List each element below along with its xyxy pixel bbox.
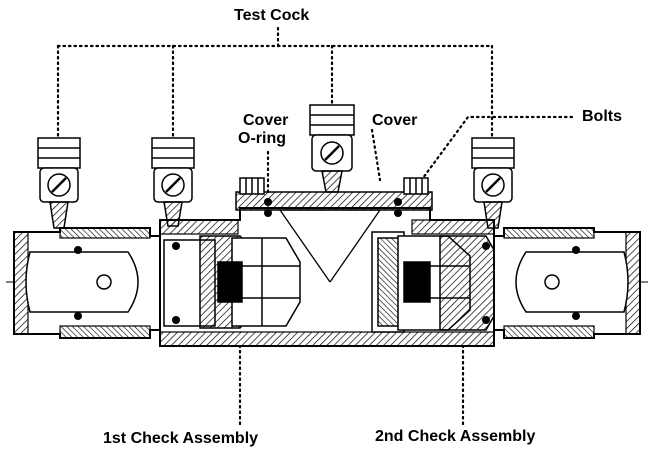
second-check-assembly bbox=[371, 231, 495, 333]
end-orings bbox=[74, 246, 580, 320]
first-check-assembly-label: 1st Check Assembly bbox=[103, 430, 259, 447]
cover-oring-label-line1: Cover bbox=[243, 112, 289, 129]
cover-leader bbox=[370, 128, 382, 182]
test-cock-2 bbox=[151, 137, 195, 227]
leader-lines bbox=[56, 26, 574, 427]
left-bore bbox=[25, 251, 139, 313]
first-check-assembly bbox=[163, 235, 301, 329]
cover-orings bbox=[264, 198, 402, 217]
test-cock-1 bbox=[37, 137, 81, 229]
cover-oring-label-line2: O-ring bbox=[238, 130, 286, 147]
center-funnel bbox=[279, 209, 381, 283]
first-check-orings bbox=[172, 242, 180, 324]
test-cock-4 bbox=[471, 137, 515, 229]
right-bore bbox=[515, 251, 629, 313]
test-cock-label: Test Cock bbox=[234, 7, 310, 24]
cover-label: Cover bbox=[372, 112, 418, 129]
bolts-leader bbox=[418, 115, 574, 184]
cover-plate bbox=[235, 177, 433, 211]
bolts-label: Bolts bbox=[582, 108, 622, 125]
test-cock-3 bbox=[309, 104, 355, 193]
second-check-orings bbox=[482, 242, 490, 324]
second-check-assembly-label: 2nd Check Assembly bbox=[375, 428, 536, 445]
